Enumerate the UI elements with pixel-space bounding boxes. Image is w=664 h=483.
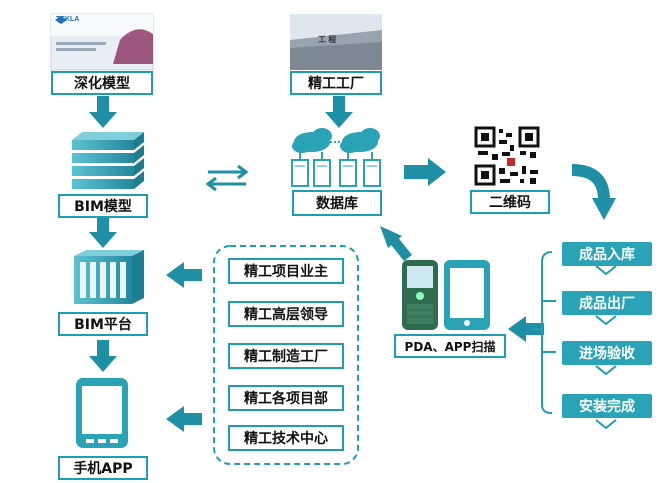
step-installation-complete: 安装完成 — [562, 394, 652, 418]
arrow-to-qrcode — [404, 158, 446, 186]
user-technology-center: 精工技术中心 — [228, 425, 344, 451]
step-site-acceptance: 进场验收 — [562, 341, 652, 365]
user-project-departments: 精工各项目部 — [228, 385, 344, 411]
deepening-model-label: 深化模型 — [51, 71, 153, 95]
user-project-owner: 精工项目业主 — [228, 258, 344, 284]
factory-label: 精工工厂 — [290, 71, 382, 95]
arrow-users-to-platform — [166, 262, 202, 288]
app-phone-icon — [444, 260, 490, 330]
arrow-down-bim-platform — [89, 340, 117, 372]
step-leave-factory: 成品出厂 — [562, 291, 652, 315]
step-warehousing: 成品入库 — [562, 242, 652, 266]
server-rack-icon — [74, 250, 144, 304]
arrow-down-bim-model — [89, 218, 117, 248]
qrcode-icon — [474, 126, 540, 186]
factory-sign-text: 工 程 — [318, 35, 337, 44]
step-chevron-icons — [595, 265, 617, 430]
user-senior-leadership: 精工高层领导 — [228, 301, 344, 327]
bim-platform-label: BIM平台 — [58, 312, 148, 336]
factory-photo — [290, 14, 382, 70]
bim-model-label: BIM模型 — [58, 194, 148, 218]
steps-bracket — [532, 251, 556, 414]
arrow-down-deepening — [89, 96, 117, 128]
database-label: 数据库 — [292, 190, 382, 216]
sync-arrows-icon — [205, 164, 249, 192]
arrow-pda-to-database — [380, 226, 412, 262]
users-panel-border — [213, 245, 359, 465]
pda-app-scan-label: PDA、APP扫描 — [394, 334, 506, 358]
cloud-database-icon — [291, 128, 381, 187]
arrow-users-to-mobile — [166, 406, 202, 432]
tekla-thumbnail — [50, 13, 154, 71]
mobile-phone-icon — [76, 378, 128, 448]
arrow-down-factory — [325, 96, 353, 128]
server-stack-icon — [72, 132, 144, 189]
user-manufacturing-plant: 精工制造工厂 — [228, 343, 344, 369]
mobile-app-label: 手机APP — [58, 456, 148, 480]
curved-arrow-to-steps — [571, 164, 616, 220]
pda-device-icon — [402, 260, 438, 330]
tekla-logo-text: TEKLA — [56, 16, 80, 23]
qrcode-label: 二维码 — [470, 190, 550, 214]
